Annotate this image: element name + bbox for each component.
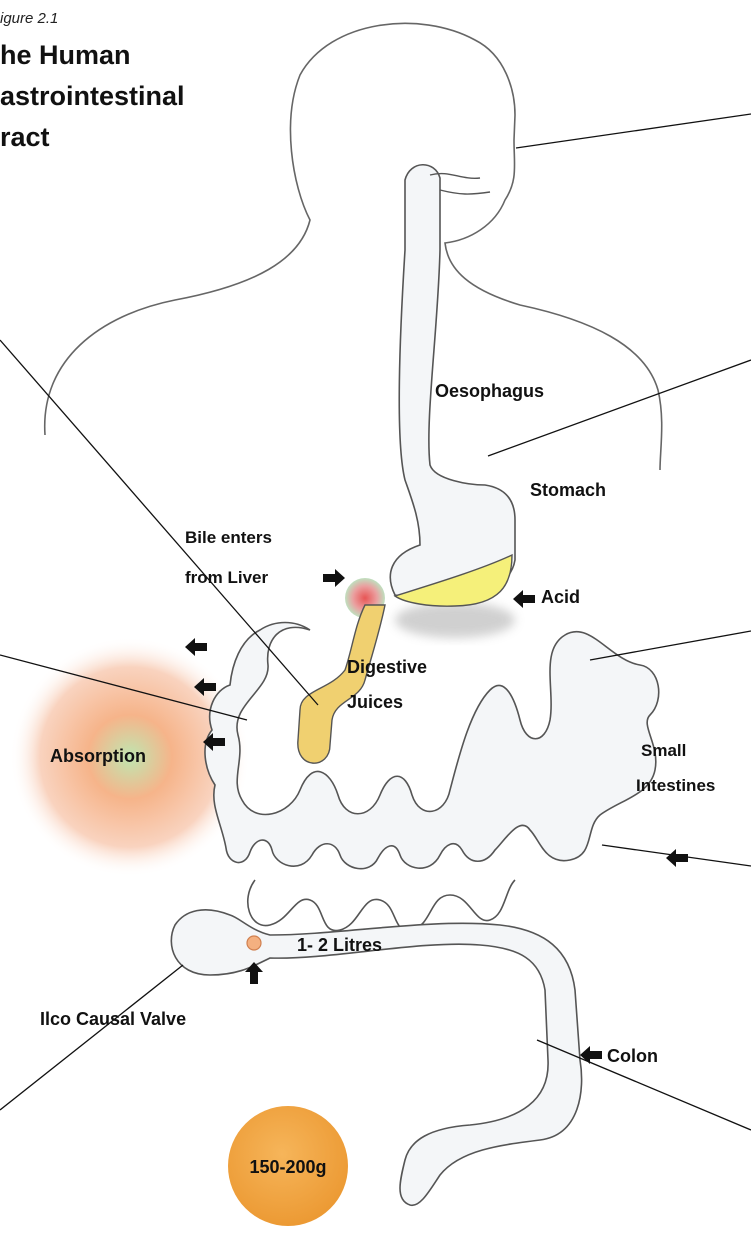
arrow-acid (513, 590, 535, 608)
arrow-colon (580, 1046, 602, 1064)
figure-title-line-3: ract (0, 122, 50, 153)
label-digestive-line1: Digestive (347, 657, 427, 677)
label-oesophagus: Oesophagus (435, 381, 544, 401)
leader-line-small-upper (590, 631, 751, 660)
valve-spot (247, 936, 261, 950)
arrow-bile (323, 569, 345, 587)
stomach-shadow (395, 602, 515, 638)
duodenum (298, 605, 385, 763)
figure-number: igure 2.1 (0, 10, 58, 27)
label-bile-line1: Bile enters (185, 528, 272, 547)
label-small-line1: Small (641, 741, 686, 760)
leader-line-oesophagus (488, 360, 751, 456)
label-valve: Ilco Causal Valve (40, 1009, 186, 1029)
leader-line-valve (0, 965, 183, 1110)
label-digestive-line2: Juices (347, 692, 403, 712)
figure-title-line-1: he Human (0, 40, 131, 71)
label-bile-line2: from Liver (185, 568, 269, 587)
label-absorption: Absorption (50, 746, 146, 766)
leader-line-mouth (516, 114, 751, 148)
label-stomach: Stomach (530, 480, 606, 500)
figure-title-line-2: astrointestinal (0, 81, 185, 112)
label-colon: Colon (607, 1046, 658, 1066)
label-volume: 1- 2 Litres (297, 935, 382, 955)
arrow-small-intestine (666, 849, 688, 867)
label-acid: Acid (541, 587, 580, 607)
label-mass: 150-200g (249, 1157, 326, 1177)
label-small-line2: Intestines (636, 776, 715, 795)
